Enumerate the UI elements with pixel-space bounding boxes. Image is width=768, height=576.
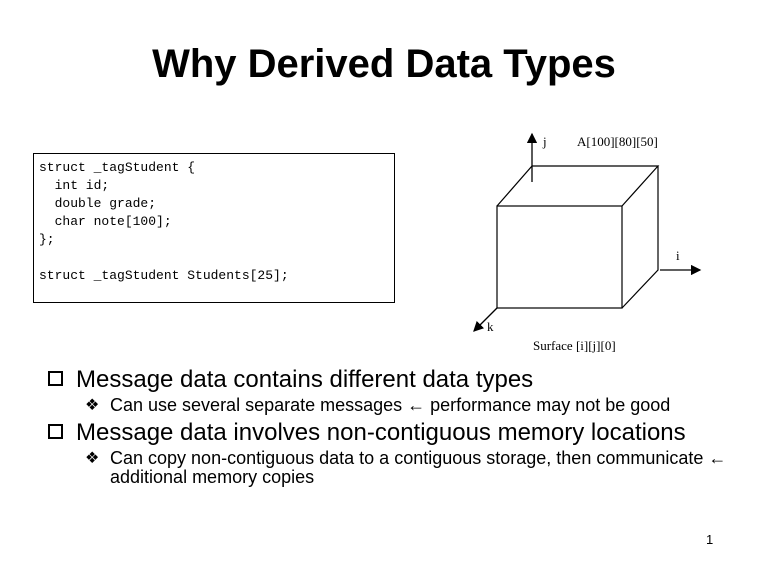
code-line: char note[100]; (39, 214, 172, 229)
sub-bullet-item: ❖ Can copy non-contiguous data to a cont… (48, 449, 748, 487)
code-line: int id; (39, 178, 110, 193)
code-line: struct _tagStudent Students[25]; (39, 268, 289, 283)
sub-bullet-item: ❖ Can use several separate messages ← pe… (48, 396, 748, 415)
axis-j-label: j (542, 134, 547, 149)
diamond-bullet-icon: ❖ (85, 397, 100, 414)
array-label: A[100][80][50] (577, 134, 658, 149)
code-box: struct _tagStudent { int id; double grad… (33, 153, 395, 303)
cube-diagram: j A[100][80][50] i k Surface [i][j][0] (473, 132, 702, 353)
slide-title: Why Derived Data Types (152, 42, 616, 86)
bullet-item: Message data involves non-contiguous mem… (48, 420, 748, 445)
bullet-item: Message data contains different data typ… (48, 367, 748, 392)
code-line (39, 249, 394, 267)
code-line: }; (39, 232, 55, 247)
axis-i-label: i (676, 248, 680, 263)
sub-bullet-text: Can use several separate messages ← perf… (110, 395, 671, 415)
surface-label: Surface [i][j][0] (533, 338, 616, 353)
cube (496, 165, 660, 309)
sub-bullet-text: Can copy non-contiguous data to a contig… (110, 448, 727, 487)
code-line: double grade; (39, 196, 157, 211)
axis-k-label: k (487, 319, 494, 334)
diamond-bullet-icon: ❖ (85, 450, 100, 467)
checkbox-bullet-icon (48, 424, 63, 439)
page-number: 1 (706, 532, 714, 547)
k-axis-arrow (473, 307, 498, 332)
bullet-text: Message data contains different data typ… (76, 366, 534, 393)
bullet-text: Message data involves non-contiguous mem… (76, 419, 686, 446)
checkbox-bullet-icon (48, 371, 63, 386)
bullet-list: Message data contains different data typ… (48, 367, 748, 487)
code-line: struct _tagStudent { (39, 160, 196, 175)
